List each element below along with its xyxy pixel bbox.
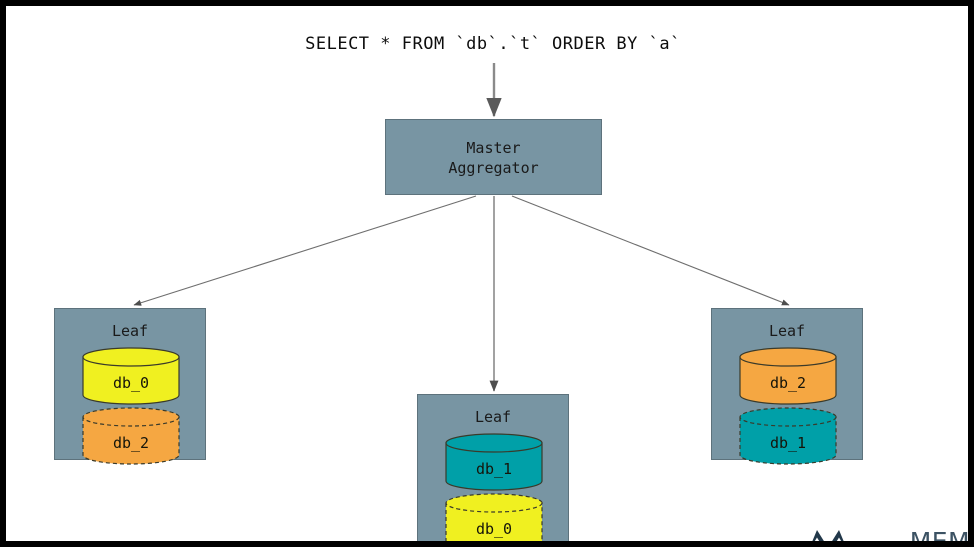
edge-master-to-leaf-right	[511, 195, 790, 306]
edge-master-to-leaf-left	[133, 195, 477, 306]
cylinder-shape	[445, 433, 543, 491]
leaf-right-label: Leaf	[768, 322, 806, 340]
cylinder-shape	[82, 347, 180, 405]
database-cylinder-leaf-left-0[interactable]: db_0	[82, 347, 180, 405]
cylinder-shape	[82, 407, 180, 465]
memsql-wordmark: MEMSQL	[859, 498, 974, 547]
leaf-middle-label: Leaf	[474, 408, 512, 426]
leaf-left-label: Leaf	[111, 322, 149, 340]
sql-query-text: SELECT * FROM `db`.`t` ORDER BY `a`	[305, 34, 681, 54]
cylinder-shape	[739, 347, 837, 405]
memsql-mark-icon	[812, 529, 844, 541]
database-cylinder-leaf-right-1[interactable]: db_1	[739, 407, 837, 465]
database-cylinder-leaf-left-1[interactable]: db_2	[82, 407, 180, 465]
cylinder-shape	[739, 407, 837, 465]
memsql-wordmark-bold: SQL	[970, 527, 974, 547]
database-cylinder-leaf-mid-0[interactable]: db_1	[445, 433, 543, 491]
leaf-node-right[interactable]: Leaf db_2 db_1	[711, 308, 863, 465]
memsql-wordmark-light: MEM	[909, 527, 971, 547]
database-cylinder-leaf-right-0[interactable]: db_2	[739, 347, 837, 405]
cylinder-shape	[445, 493, 543, 541]
memsql-logo: MEMSQL	[806, 498, 974, 547]
database-cylinder-leaf-mid-1[interactable]: db_0	[445, 493, 543, 541]
leaf-node-left[interactable]: Leaf db_0 db_2	[54, 308, 206, 465]
leaf-node-middle[interactable]: Leaf db_1 db_0	[417, 394, 569, 541]
